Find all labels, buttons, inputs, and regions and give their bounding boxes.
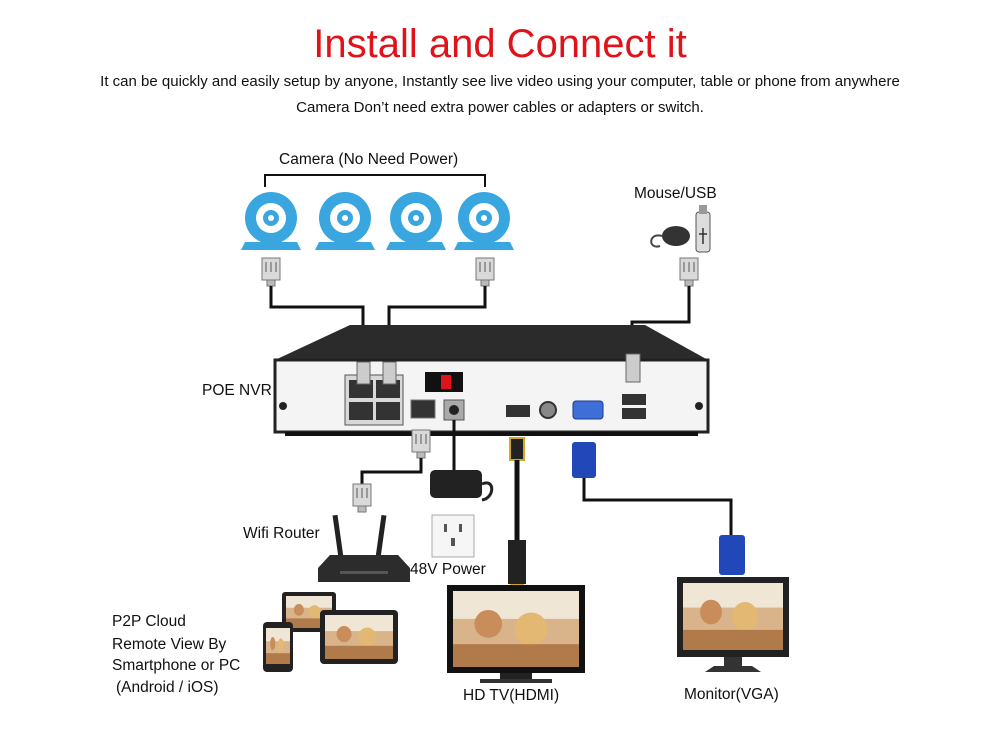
- smartphone-icon: [263, 622, 293, 672]
- page-title: Install and Connect it: [313, 22, 687, 66]
- vga-plug-icon: [572, 442, 596, 478]
- p2p-label-line-3: Smartphone or PC: [112, 657, 241, 674]
- hdtv-label: HD TV(HDMI): [463, 687, 560, 704]
- router-icon: [318, 514, 410, 582]
- p2p-label-line-4: (Android / iOS): [116, 679, 219, 696]
- vga-plug-icon: [719, 535, 745, 575]
- subtitle-line-2: Camera Don’t need extra power cables or …: [296, 99, 704, 116]
- audio-port: [539, 401, 557, 419]
- usb-port: [622, 408, 646, 419]
- rj45-plug-icon: [475, 257, 495, 287]
- monitor-label: Monitor(VGA): [684, 686, 779, 703]
- camera-icon: [386, 192, 446, 250]
- p2p-label-line-2: Remote View By: [112, 636, 227, 653]
- usb-port: [622, 394, 646, 405]
- hdmi-port: [506, 405, 530, 417]
- wifi-router-label: Wifi Router: [243, 525, 320, 542]
- wall-socket-icon: [431, 514, 475, 558]
- vga-port: [572, 400, 604, 420]
- mouse-icon: [650, 226, 690, 248]
- camera-icon: [241, 192, 301, 250]
- poe-ports: [344, 361, 404, 426]
- power-adapter-icon: [430, 470, 494, 502]
- cameras-label: Camera (No Need Power): [279, 151, 459, 168]
- usb-stick-icon: [695, 205, 711, 253]
- mouse-usb-label: Mouse/USB: [634, 185, 717, 202]
- monitor-icon: [677, 577, 789, 672]
- tv-icon: [447, 585, 585, 683]
- tablet-icon: [320, 610, 398, 664]
- lan-port: [410, 399, 436, 419]
- rj45-plug-icon: [261, 257, 281, 287]
- usb-plug-icon: [679, 257, 699, 287]
- camera-icon: [454, 192, 514, 250]
- rj45-plug-icon: [411, 429, 431, 459]
- power-label: 48V Power: [410, 561, 486, 578]
- camera-icon: [315, 192, 375, 250]
- p2p-label-line-1: P2P Cloud: [112, 613, 186, 630]
- subtitle-line-1: It can be quickly and easily setup by an…: [100, 73, 900, 90]
- nvr-top: [275, 325, 708, 360]
- hdmi-plug-icon: [509, 437, 525, 461]
- rj45-plug-icon: [352, 483, 372, 513]
- nvr-label: POE NVR: [202, 382, 272, 399]
